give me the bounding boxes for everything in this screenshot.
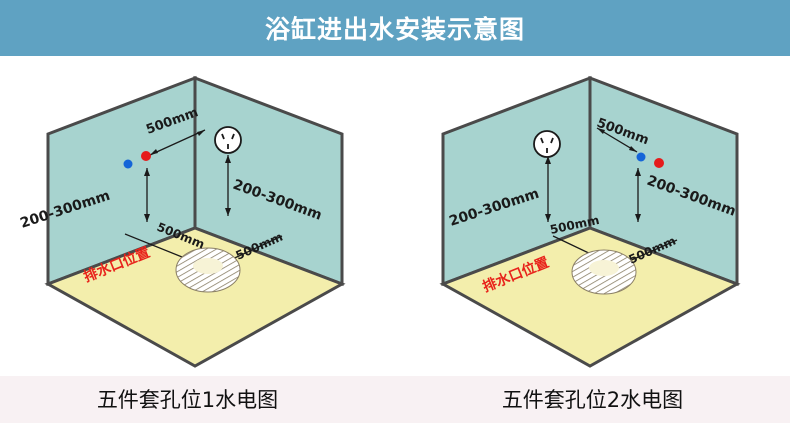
- drain-hole: [589, 260, 619, 276]
- caption-bar: [0, 376, 790, 423]
- drain-back-line: [124, 233, 193, 262]
- floor: [44, 226, 346, 368]
- drain-hole: [193, 258, 223, 274]
- drain-side-line: [626, 239, 678, 263]
- cold-water-dot: [123, 159, 133, 169]
- hot-water-dot: [654, 158, 664, 168]
- floor: [439, 226, 741, 368]
- diagram-2-caption: 五件套孔位2水电图: [501, 388, 684, 412]
- pipe-spacing-line: [149, 129, 206, 156]
- diagram-layout-2: 500mm 200-300mm 200-300mm 500mm 500mm 排水…: [395, 56, 790, 376]
- diagram-layout-1: 500mm 200-300mm 200-300mm 500mm 500mm 排水…: [0, 56, 395, 376]
- diagram-1-caption: 五件套孔位1水电图: [96, 388, 279, 412]
- power-socket-icon: [214, 126, 242, 154]
- cold-water-dot: [636, 152, 646, 162]
- drain-side-line: [225, 235, 283, 263]
- header-banner: 浴缸进出水安装示意图: [0, 0, 790, 56]
- power-socket-icon: [533, 130, 561, 158]
- hot-water-dot: [141, 151, 151, 161]
- page-title: 浴缸进出水安装示意图: [264, 15, 525, 44]
